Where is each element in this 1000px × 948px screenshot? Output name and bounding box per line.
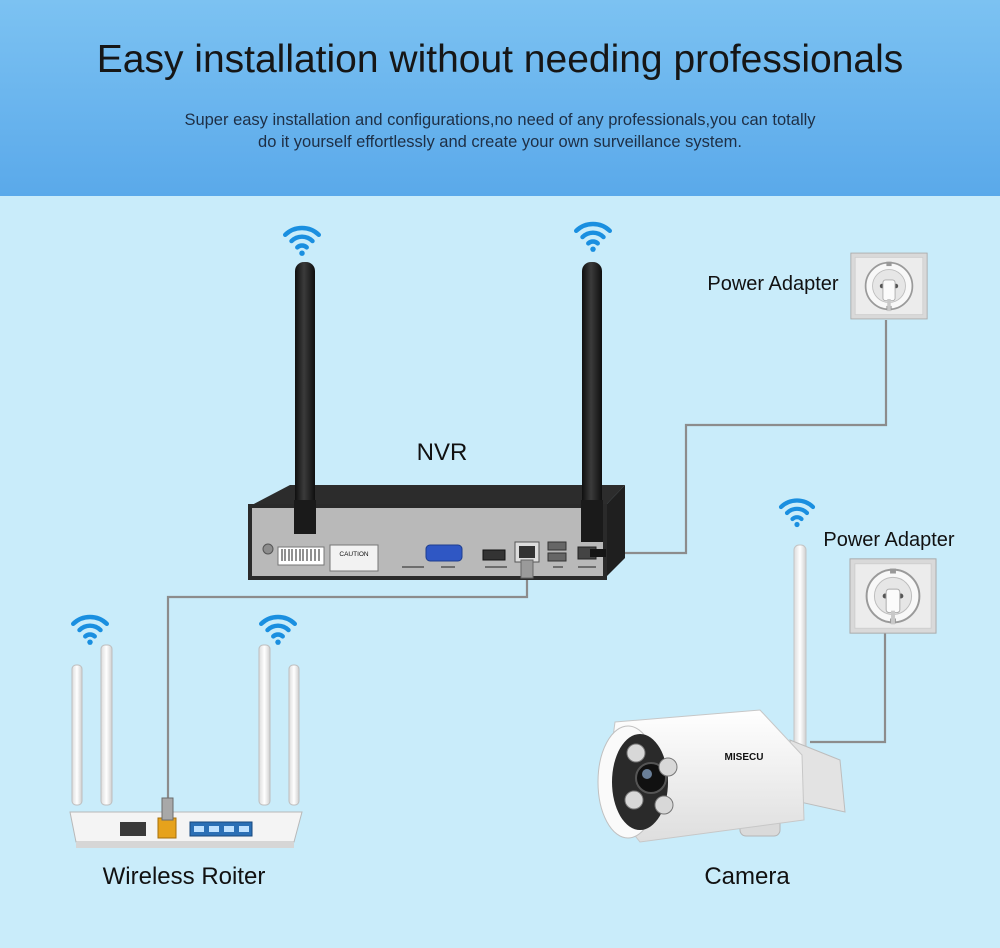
camera-label: Camera (704, 863, 790, 890)
subtitle-line-2: do it yourself effortlessly and create y… (258, 133, 742, 151)
cable-nvr-to-power-adapter (605, 320, 888, 555)
power-socket-icon (849, 557, 937, 635)
wifi-icon (261, 617, 295, 645)
page-title: Easy installation without needing profes… (96, 38, 904, 81)
wifi-icon (73, 617, 107, 645)
wifi-icon (576, 224, 610, 252)
nvr-caution-label: CAUTION (339, 551, 369, 558)
page-subtitle: Super easy installation and configuratio… (0, 109, 1000, 153)
cable-camera-to-power-adapter (810, 630, 887, 744)
power-adapter-label-bottom: Power Adapter (823, 529, 955, 551)
subtitle-line-1: Super easy installation and configuratio… (184, 111, 816, 129)
nvr-label: NVR (417, 439, 468, 466)
bullet-camera: MISECU (597, 544, 846, 843)
cable-lines (166, 320, 888, 808)
wifi-icon (781, 501, 813, 528)
power-adapter-label-top: Power Adapter (707, 273, 839, 295)
router-label: Wireless Roiter (103, 863, 266, 890)
camera-brand-logo: MISECU (725, 752, 764, 763)
header-band (0, 0, 1000, 196)
wireless-router (69, 644, 303, 848)
cable-nvr-to-router (166, 575, 529, 808)
wifi-icon (285, 228, 319, 256)
power-socket-icon (850, 252, 928, 320)
nvr-recorder: CAUTION (248, 262, 625, 580)
